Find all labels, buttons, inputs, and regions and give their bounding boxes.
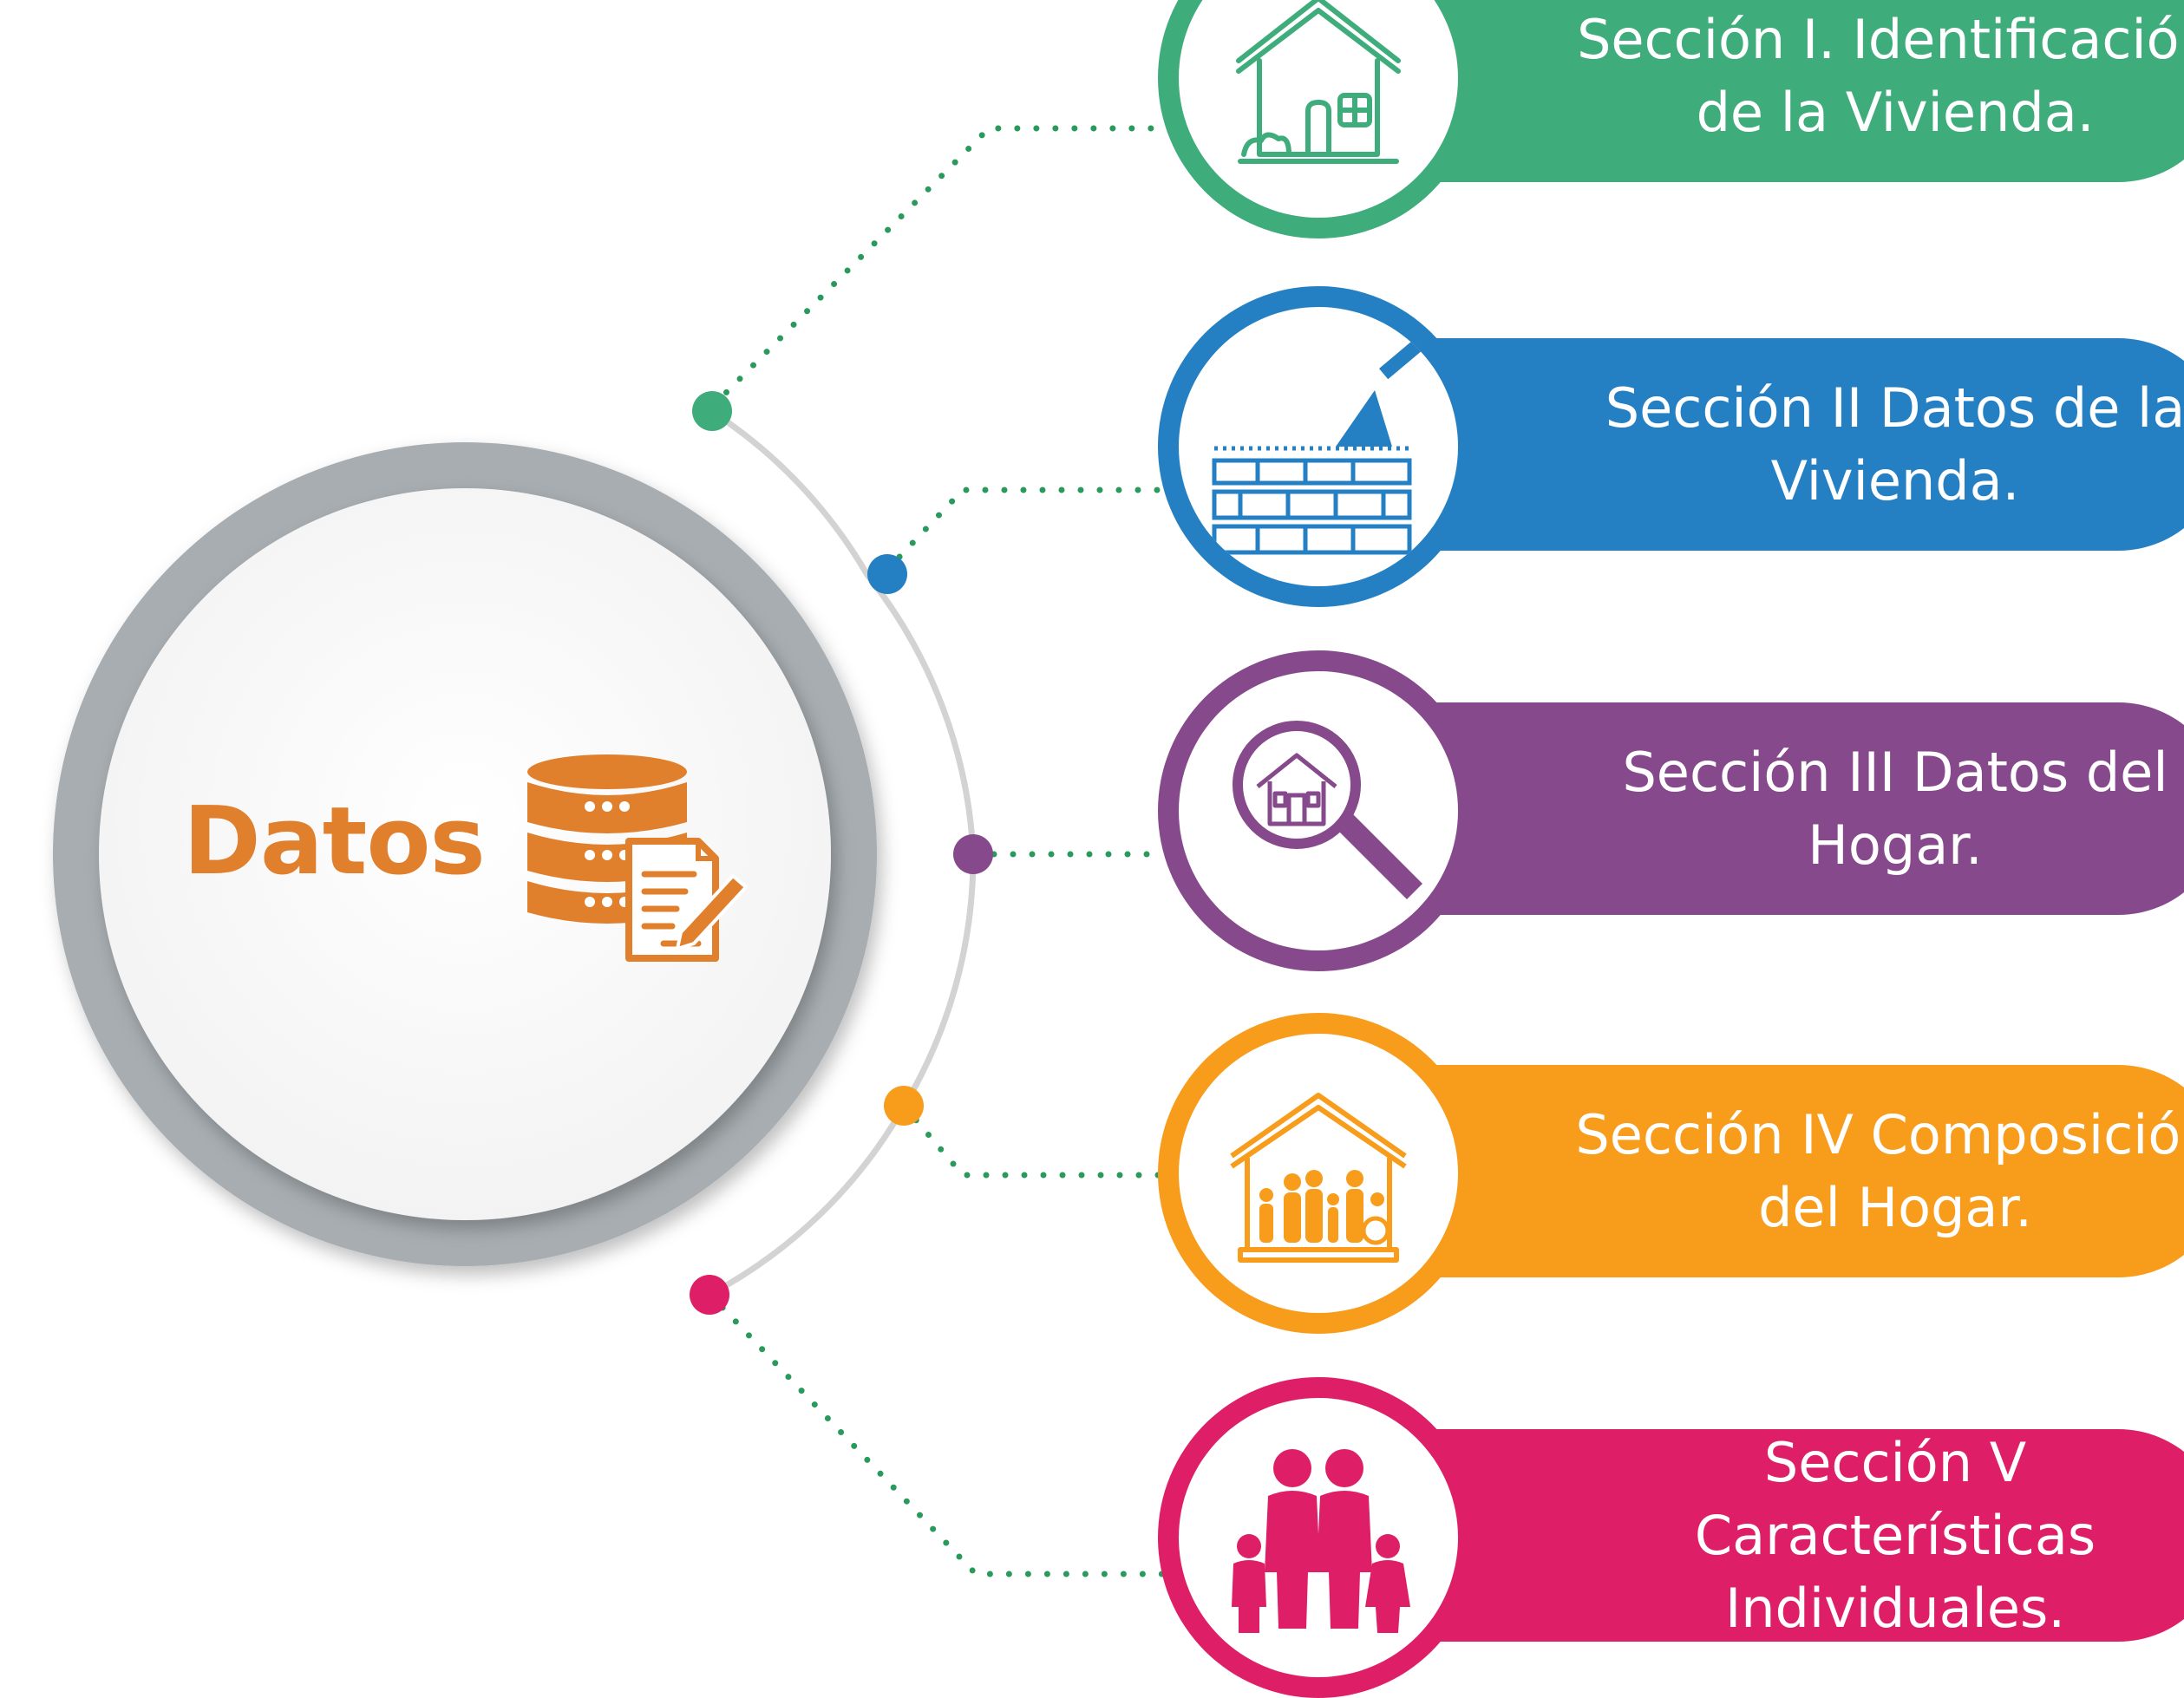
section-3-label: Sección III Datos del Hogar. <box>1622 740 2168 877</box>
hub-face <box>99 488 831 1220</box>
section-1-label: Sección I. Identificación de la Vivienda… <box>1577 7 2184 144</box>
section-5[interactable]: Sección V Características Individuales. <box>1158 1377 2184 1698</box>
section-2[interactable]: Sección II Datos de la Vivienda. <box>1158 286 2184 607</box>
magnifier-house-icon <box>1233 721 1422 899</box>
connector-5 <box>706 1290 1166 1577</box>
brick-wall-trowel-icon <box>1212 337 1425 555</box>
database-document-icon <box>527 754 749 962</box>
node-dot-5 <box>690 1275 729 1315</box>
family-house-icon <box>1230 1093 1407 1263</box>
section-3[interactable]: Sección III Datos del Hogar. <box>1158 650 2184 971</box>
section-4-label: Sección IV Composición del Hogar. <box>1575 1102 2184 1239</box>
section-2-label: Sección II Datos de la Vivienda. <box>1605 376 2184 513</box>
hub-title: Datos <box>183 787 486 896</box>
section-4-badge <box>1158 1013 1479 1334</box>
section-5-label: Sección V Características Individuales. <box>1694 1430 2096 1640</box>
section-1-badge <box>1158 0 1479 238</box>
connector-2 <box>883 487 1166 574</box>
node-dot-1 <box>692 391 732 431</box>
section-1[interactable]: Sección I. Identificación de la Vivienda… <box>1158 0 2184 238</box>
house-icon <box>1236 0 1401 164</box>
section-4[interactable]: Sección IV Composición del Hogar. <box>1158 1013 2184 1334</box>
connector-1 <box>709 125 1170 409</box>
node-dot-3 <box>953 834 993 874</box>
node-dot-4 <box>884 1086 924 1126</box>
diagram-canvas <box>53 125 1170 1577</box>
section-5-badge <box>1158 1377 1479 1698</box>
family-icon <box>1232 1449 1410 1633</box>
section-2-badge <box>1158 286 1479 607</box>
node-dot-2 <box>867 554 907 594</box>
section-3-badge <box>1158 650 1479 971</box>
connector-4 <box>900 1102 1166 1179</box>
